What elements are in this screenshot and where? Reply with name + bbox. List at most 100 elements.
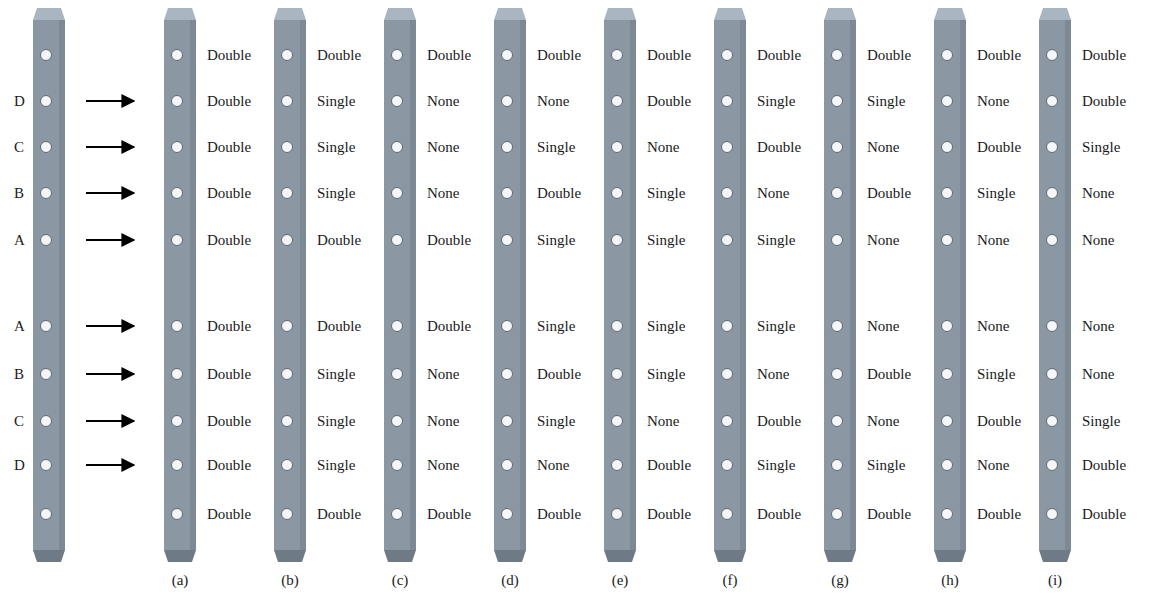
bolt-type-label: Single <box>647 184 685 202</box>
bar-top-cap <box>934 8 966 20</box>
bolt-hole <box>1047 50 1058 61</box>
bolt-type-label: Single <box>977 184 1015 202</box>
bolt-hole <box>1047 416 1058 427</box>
bar-shade <box>850 20 856 550</box>
bar-bottom-cap <box>384 550 416 562</box>
bar-shade <box>190 20 196 550</box>
bolt-hole <box>832 142 843 153</box>
bolt-hole <box>41 321 52 332</box>
bolt-type-label: Double <box>757 412 801 430</box>
bolt-type-label: None <box>1082 231 1115 249</box>
bolt-hole <box>392 142 403 153</box>
bolt-type-label: Double <box>867 365 911 383</box>
arrow <box>86 192 134 194</box>
bar-body <box>494 20 526 550</box>
bar-shade <box>410 20 416 550</box>
bolt-type-label: Double <box>867 505 911 523</box>
bolt-hole <box>172 188 183 199</box>
bolt-hole <box>942 188 953 199</box>
bolt-hole <box>942 96 953 107</box>
bar <box>1039 8 1071 562</box>
bolt-type-label: Single <box>757 231 795 249</box>
bolt-hole <box>392 509 403 520</box>
bolt-hole <box>1047 188 1058 199</box>
bar-body <box>824 20 856 550</box>
bar <box>164 8 196 562</box>
bolt-type-label: Single <box>537 138 575 156</box>
bolt-type-label: Double <box>207 317 251 335</box>
bolt-type-label: None <box>867 231 900 249</box>
bolt-type-label: Double <box>757 505 801 523</box>
bolt-type-label: Single <box>317 412 355 430</box>
bolt-type-label: Double <box>1082 92 1126 110</box>
bar <box>604 8 636 562</box>
bolt-type-label: Double <box>427 505 471 523</box>
bolt-type-label: None <box>977 231 1010 249</box>
bolt-hole <box>832 416 843 427</box>
bolt-hole <box>722 188 733 199</box>
bolt-hole <box>612 509 623 520</box>
bolt-type-label: Double <box>207 184 251 202</box>
bolt-type-label: Single <box>757 317 795 335</box>
bolt-hole <box>172 509 183 520</box>
bolt-type-label: Single <box>317 456 355 474</box>
bar-top-cap <box>714 8 746 20</box>
bolt-type-label: Single <box>1082 412 1120 430</box>
bolt-type-label: Double <box>317 317 361 335</box>
bolt-hole <box>392 96 403 107</box>
bolt-type-label: None <box>1082 365 1115 383</box>
row-letter: A <box>14 317 25 335</box>
bolt-type-label: Single <box>757 456 795 474</box>
bolt-type-label: Double <box>867 184 911 202</box>
bar-shade <box>59 20 65 550</box>
bolt-type-label: Single <box>537 412 575 430</box>
bolt-type-label: Single <box>647 231 685 249</box>
bolt-hole <box>832 235 843 246</box>
bar-body <box>604 20 636 550</box>
bolt-hole <box>832 96 843 107</box>
bolt-hole <box>942 321 953 332</box>
bar-top-cap <box>494 8 526 20</box>
bolt-hole <box>612 321 623 332</box>
bolt-hole <box>722 460 733 471</box>
arrow <box>86 100 134 102</box>
bar-bottom-cap <box>604 550 636 562</box>
arrow <box>86 325 134 327</box>
bolt-type-label: Double <box>1082 456 1126 474</box>
row-letter: B <box>14 184 24 202</box>
bolt-type-label: Single <box>647 317 685 335</box>
bolt-type-label: None <box>427 456 460 474</box>
bolt-type-label: None <box>427 412 460 430</box>
bolt-type-label: Double <box>427 46 471 64</box>
bolt-type-label: None <box>1082 317 1115 335</box>
bolt-type-label: None <box>977 317 1010 335</box>
bolt-type-label: Single <box>867 456 905 474</box>
bolt-type-label: None <box>647 138 680 156</box>
bolt-type-label: Double <box>207 46 251 64</box>
bolt-hole <box>282 142 293 153</box>
bolt-type-label: Single <box>537 317 575 335</box>
bolt-type-label: Double <box>537 365 581 383</box>
panel-caption: (h) <box>941 571 959 589</box>
bar-bottom-cap <box>714 550 746 562</box>
bolt-hole <box>612 416 623 427</box>
bar-bottom-cap <box>494 550 526 562</box>
bolt-type-label: Double <box>317 505 361 523</box>
panel-caption: (i) <box>1048 571 1062 589</box>
bar <box>274 8 306 562</box>
bolt-hole <box>1047 509 1058 520</box>
bolt-type-label: Single <box>1082 138 1120 156</box>
bolt-hole <box>1047 142 1058 153</box>
bolt-type-label: None <box>427 92 460 110</box>
bolt-hole <box>612 460 623 471</box>
bolt-hole <box>722 235 733 246</box>
bolt-hole <box>392 416 403 427</box>
bar-shade <box>1065 20 1071 550</box>
panel-caption: (a) <box>172 571 189 589</box>
bolt-hole <box>942 416 953 427</box>
bolt-type-label: Single <box>867 92 905 110</box>
bolt-hole <box>392 188 403 199</box>
bar <box>33 8 65 562</box>
bolt-type-label: None <box>427 365 460 383</box>
